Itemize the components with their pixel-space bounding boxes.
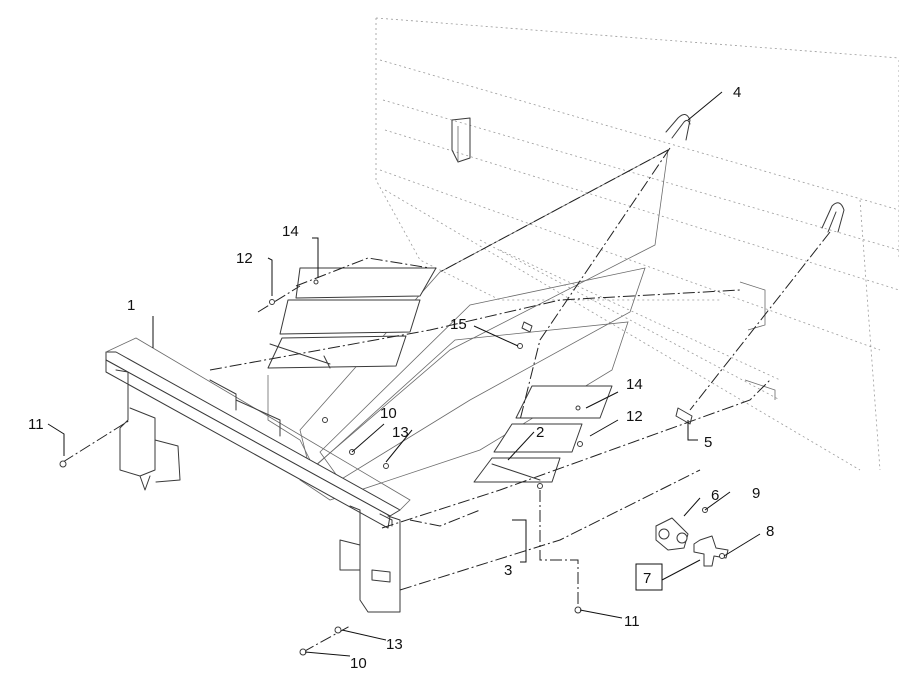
coupling-parts — [655, 507, 729, 567]
callout-13-lower: 13 — [386, 636, 403, 653]
callout-10-lower: 10 — [350, 655, 367, 672]
left-reflector-plates — [267, 267, 437, 369]
callout-14-right: 14 — [626, 376, 643, 393]
u-bolt-lower — [821, 202, 845, 233]
vehicle-body-panel — [375, 17, 899, 471]
main-rail-bracket — [105, 337, 411, 613]
callout-9: 9 — [752, 485, 760, 502]
hardware-fasteners — [59, 279, 693, 656]
callout-7-box — [635, 563, 663, 591]
leader-lines — [47, 91, 761, 657]
callout-12-right: 12 — [626, 408, 643, 425]
callout-1: 1 — [127, 297, 135, 314]
callout-4: 4 — [733, 84, 741, 101]
callout-13-upper: 13 — [392, 424, 409, 441]
callout-11-lower: 11 — [624, 613, 640, 630]
callout-8: 8 — [766, 523, 774, 540]
callout-2: 2 — [536, 424, 544, 441]
callout-15: 15 — [450, 316, 467, 333]
callout-14-left: 14 — [282, 223, 299, 240]
callout-11-left: 11 — [28, 416, 44, 433]
callout-7: 7 — [643, 570, 651, 587]
callout-5: 5 — [704, 434, 712, 451]
callout-10-upper: 10 — [380, 405, 397, 422]
right-reflector-plates — [473, 385, 613, 483]
callout-12-left: 12 — [236, 250, 253, 267]
callout-6: 6 — [711, 487, 719, 504]
callout-3: 3 — [504, 562, 512, 579]
callout-labels: 1 2 3 4 5 6 7 8 9 10 10 11 11 12 12 13 1… — [28, 84, 774, 672]
u-bolt-upper — [665, 114, 691, 141]
